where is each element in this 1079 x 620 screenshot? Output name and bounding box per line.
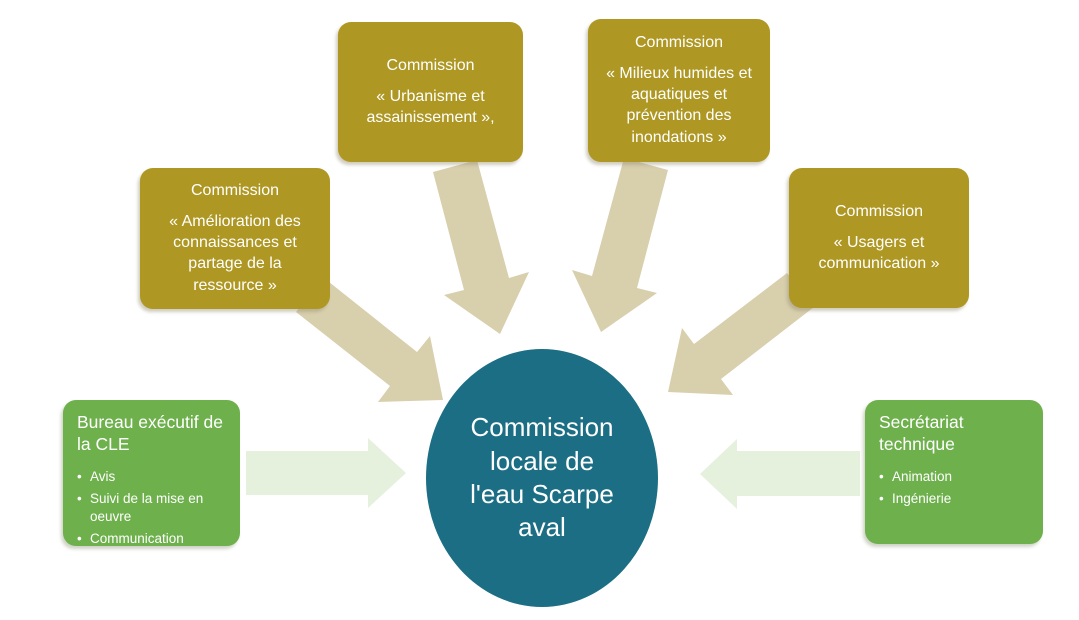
secretariat-technique-title: Secrétariat technique [879,412,964,454]
secretariat-technique-box: Secrétariat technique Animation Ingénier… [865,400,1043,544]
commission-usagers-title: Commission [834,202,923,220]
commission-milieux-title: Commission [634,34,723,52]
list-item: Communication [77,530,226,548]
commission-urbanisme-name: « Urbanisme et assainissement », [366,87,495,126]
arrow-milieux-to-center [572,158,668,332]
commission-amelioration-name: « Amélioration des connaissances et part… [169,213,301,294]
commission-urbanisme-box: Commission « Urbanisme et assainissement… [338,22,523,162]
list-item: Animation [879,468,1029,486]
list-item: Suivi de la mise en oeuvre [77,490,226,525]
list-item: Avis [77,468,226,486]
bureau-executif-title: Bureau exécutif de la CLE [77,412,223,454]
commission-usagers-name: « Usagers et communication » [818,233,940,272]
arrow-secretariat-to-center [700,439,860,509]
bureau-executif-box: Bureau exécutif de la CLE Avis Suivi de … [63,400,240,548]
commission-milieux-box: Commission « Milieux humides et aquatiqu… [588,19,770,162]
commission-urbanisme-title: Commission [386,56,475,74]
central-commission-circle: Commission locale de l'eau Scarpe aval [426,349,658,607]
commission-milieux-name: « Milieux humides et aquatiques et préve… [606,65,752,146]
commission-amelioration-box: Commission « Amélioration des connaissan… [140,168,330,309]
list-item: Ingénierie [879,490,1029,508]
commission-amelioration-title: Commission [190,182,279,200]
central-commission-label: Commission locale de l'eau Scarpe aval [470,412,614,543]
bureau-executif-list: Avis Suivi de la mise en oeuvre Communic… [77,468,226,548]
arrow-usagers-to-center [668,273,814,395]
arrow-urbanisme-to-center [433,160,529,334]
commission-usagers-box: Commission « Usagers et communication » [789,168,969,308]
arrow-amelioration-to-center [296,278,443,402]
arrow-bureau-to-center [246,438,406,508]
secretariat-technique-list: Animation Ingénierie [879,468,1029,508]
